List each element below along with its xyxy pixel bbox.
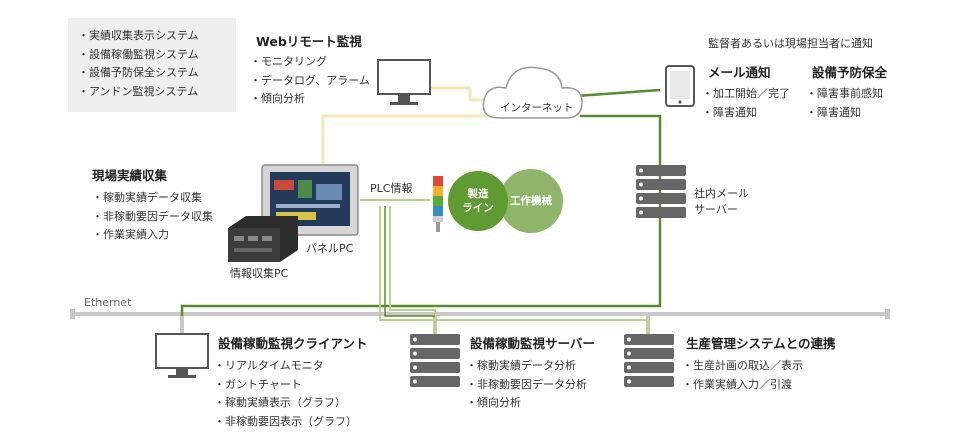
production-line-label-bottom: ライン (462, 202, 494, 214)
preventive-item: 障害通知 (806, 104, 883, 123)
preventive-item: 障害事前感知 (806, 85, 883, 104)
systems-item: アンドン監視システム (78, 83, 199, 102)
machine-tool-label: 工作機械 (510, 195, 552, 207)
systems-box: 実績収集表示システム 設備稼働監視システム 設備予防保全システム アンドン監視シ… (68, 18, 236, 112)
preventive-list: 障害事前感知 障害通知 (806, 85, 883, 122)
client-item: 稼動実績表示（グラフ） (214, 394, 357, 413)
mail-server-icon (636, 165, 686, 218)
field-collection-title: 現場実績収集 (92, 168, 168, 183)
field-collection-item: 作業実績入力 (92, 226, 213, 245)
machine-circles (448, 169, 563, 233)
systems-item: 設備予防保全システム (78, 64, 199, 83)
server-item: 非稼動要因データ分析 (466, 376, 587, 395)
server-title: 設備稼動監視サーバー (470, 336, 595, 351)
web-remote-title: Webリモート監視 (256, 34, 362, 49)
client-item: ガントチャート (214, 376, 357, 395)
info-pc-label: 情報収集PC (230, 267, 289, 280)
systems-item: 設備稼働監視システム (78, 46, 199, 65)
web-remote-item: 傾向分析 (250, 90, 370, 109)
info-pc-icon (228, 216, 298, 262)
server-item: 稼動実績データ分析 (466, 357, 587, 376)
client-monitor-icon (155, 333, 209, 378)
plc-info-label: PLC情報 (370, 182, 413, 195)
mail-notify-item: 加工開始／完了 (702, 85, 790, 104)
systems-item: 実績収集表示システム (78, 27, 199, 46)
server-list: 稼動実績データ分析 非稼動要因データ分析 傾向分析 (466, 357, 587, 413)
mail-notify-item: 障害通知 (702, 104, 790, 123)
tablet-icon (665, 65, 695, 107)
mail-server-label-top: 社内メール (694, 187, 749, 200)
web-remote-list: モニタリング データログ、アラーム 傾向分析 (250, 53, 370, 109)
preventive-title: 設備予防保全 (812, 65, 888, 80)
production-mgmt-title: 生産管理システムとの連携 (686, 336, 836, 351)
cloud-icon (482, 66, 583, 119)
monitoring-server-icon (410, 334, 460, 387)
field-collection-item: 稼動実績データ収集 (92, 189, 213, 208)
mail-notify-list: 加工開始／完了 障害通知 (702, 85, 790, 122)
client-item: リアルタイムモニタ (214, 357, 357, 376)
server-item: 傾向分析 (466, 394, 587, 413)
signal-tower-icon (433, 176, 443, 232)
production-line-label-top: 製造 (467, 188, 489, 200)
field-collection-list: 稼動実績データ収集 非稼動要因データ収集 作業実績入力 (92, 189, 213, 245)
mail-server-label: 社内メール サーバー (694, 186, 749, 218)
mail-server-label-bottom: サーバー (694, 203, 738, 216)
mail-notify-title: メール通知 (708, 65, 771, 80)
web-monitor-icon (377, 59, 431, 105)
field-collection-item: 非稼動要因データ収集 (92, 208, 213, 227)
plc-link-line-dark (384, 206, 435, 317)
ethernet-label: Ethernet (84, 296, 132, 309)
production-mgmt-item: 作業実績入力／引渡 (682, 376, 803, 395)
production-mgmt-list: 生産計画の取込／表示 作業実績入力／引渡 (682, 357, 803, 394)
panel-pc-label: パネルPC (306, 242, 354, 255)
systems-list: 実績収集表示システム 設備稼働監視システム 設備予防保全システム アンドン監視シ… (78, 27, 199, 101)
client-item: 非稼動要因表示（グラフ） (214, 413, 357, 432)
client-list: リアルタイムモニタ ガントチャート 稼動実績表示（グラフ） 非稼動要因表示（グラ… (214, 357, 357, 431)
web-remote-item: モニタリング (250, 53, 370, 72)
ethernet-bus (70, 309, 890, 336)
production-line-label: 製造 ライン (454, 187, 502, 215)
plc-link-line (360, 199, 649, 336)
web-remote-item: データログ、アラーム (250, 72, 370, 91)
production-mgmt-item: 生産計画の取込／表示 (682, 357, 803, 376)
client-title: 設備稼動監視クライアント (218, 336, 368, 351)
internet-label: インターネット (500, 102, 574, 114)
production-server-icon (624, 334, 674, 387)
notify-note: 監督者あるいは現場担当者に通知 (708, 37, 873, 50)
